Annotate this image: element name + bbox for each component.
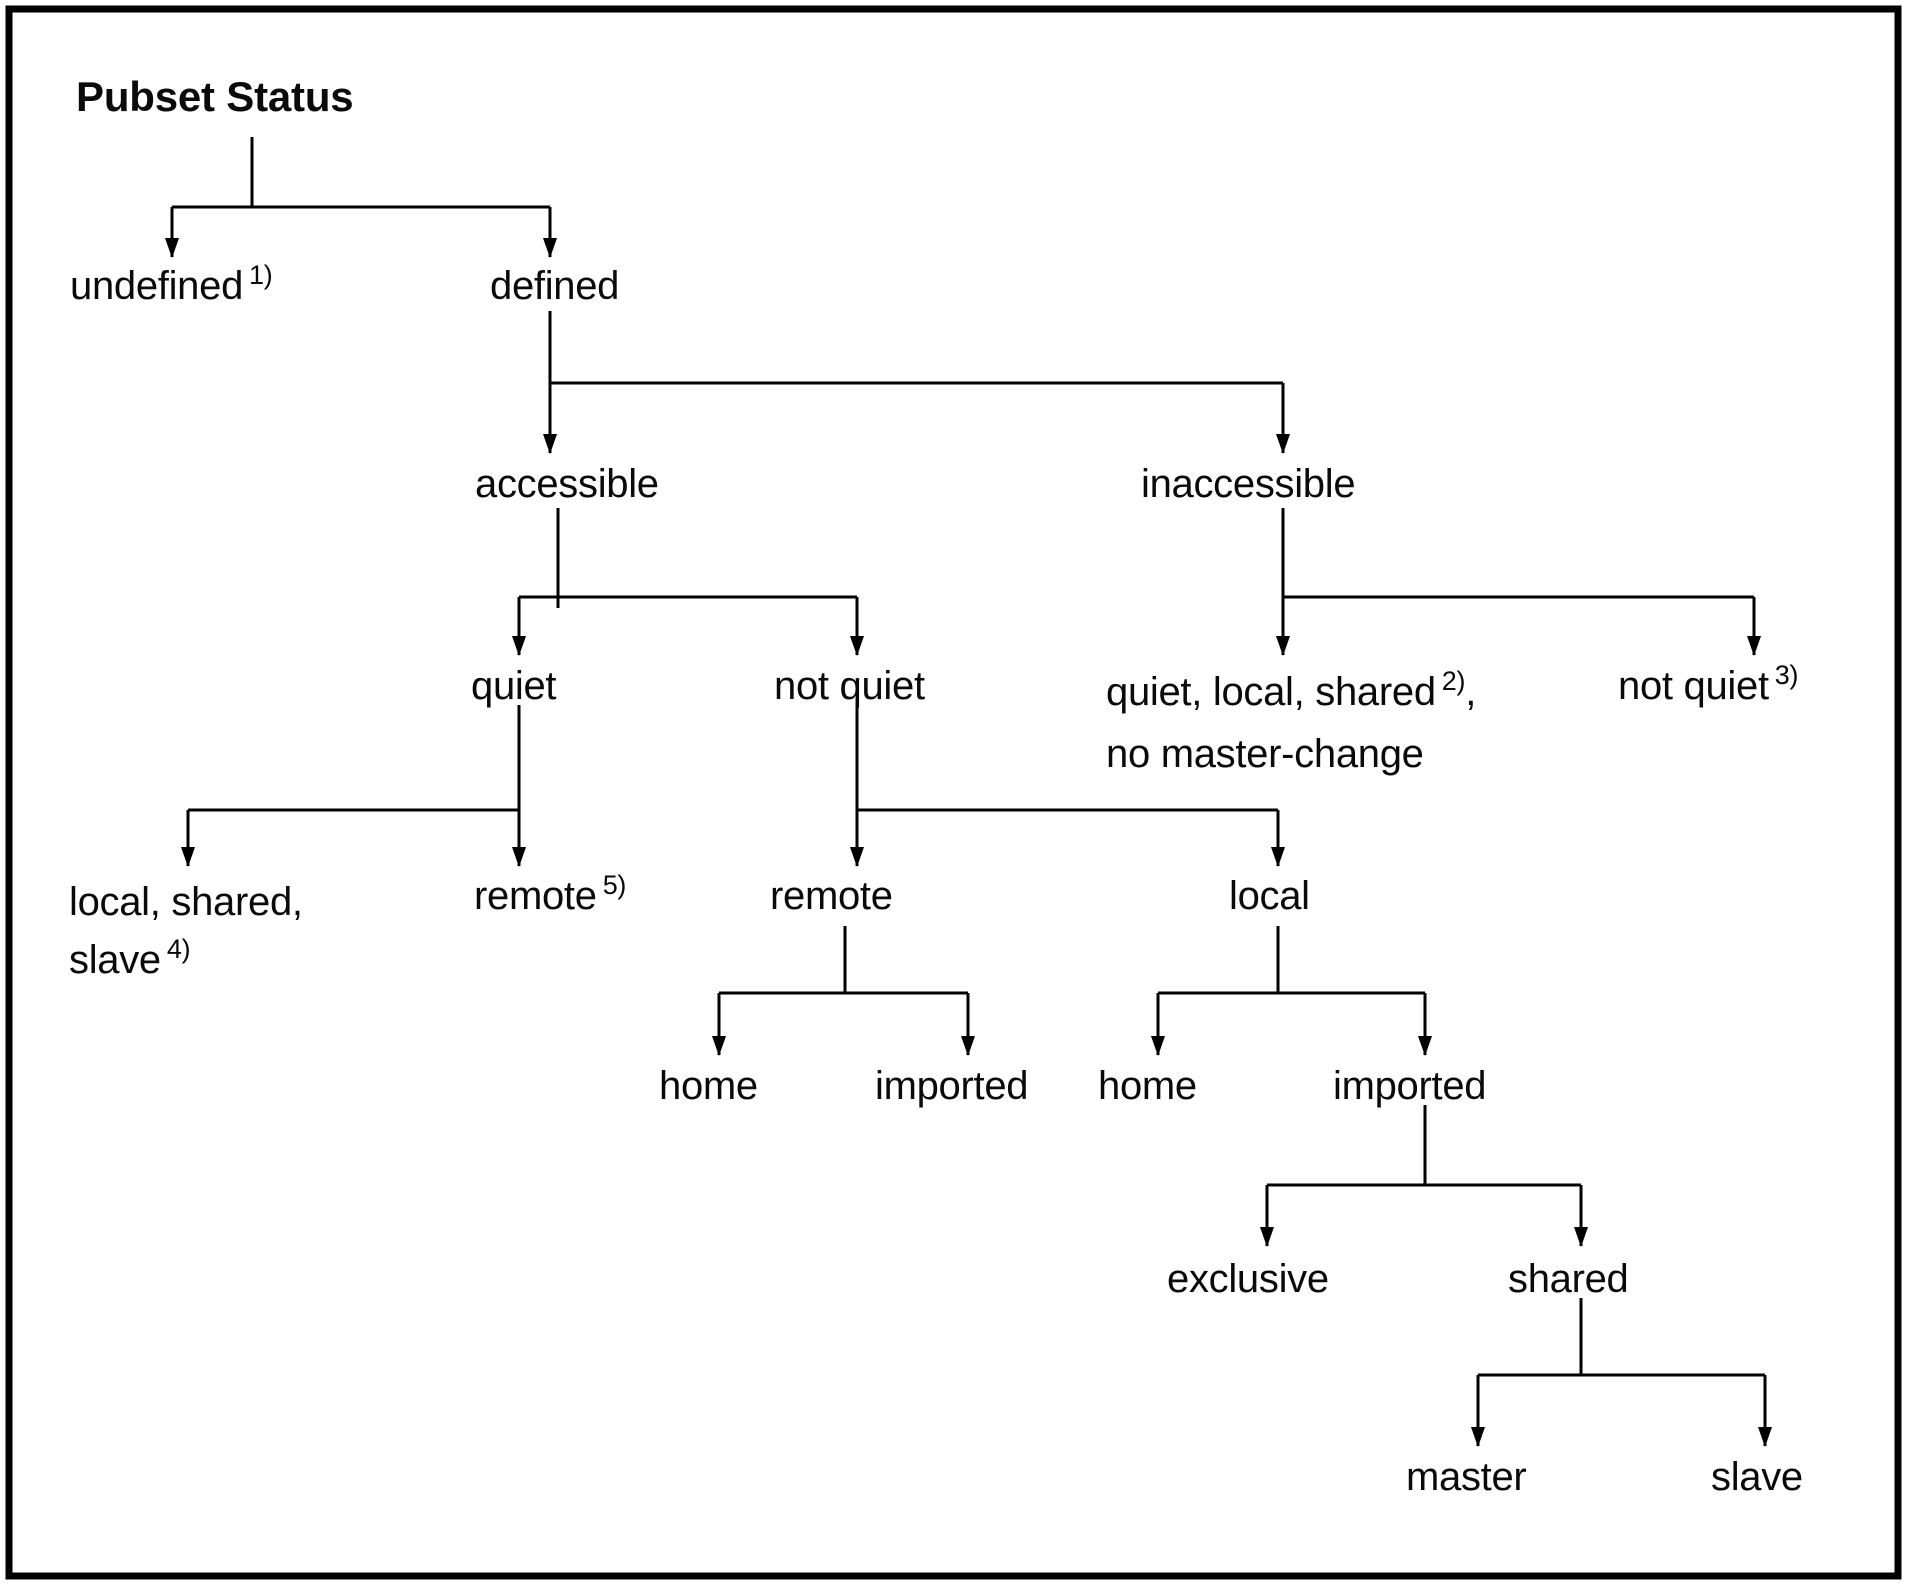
node-defined: defined <box>490 263 619 309</box>
node-inaccessible-quiet-label: quiet, local, shared <box>1106 670 1436 714</box>
node-home-remote: home <box>659 1063 758 1109</box>
node-exclusive-label: exclusive <box>1167 1257 1329 1301</box>
node-undefined-label: undefined <box>70 264 244 308</box>
node-local-label: local <box>1229 874 1310 918</box>
node-home-local-label: home <box>1098 1064 1197 1108</box>
footnote-ref-3: 3) <box>1774 660 1799 690</box>
diagram-title: Pubset Status <box>76 73 354 120</box>
node-inaccessible-label: inaccessible <box>1141 462 1356 506</box>
node-local-shared-slave-label: local, shared, <box>69 880 303 924</box>
connector-quiet-children <box>181 705 526 867</box>
node-accessible-label: accessible <box>475 462 659 506</box>
node-home-local: home <box>1098 1063 1197 1109</box>
node-imported-local-label: imported <box>1333 1064 1487 1108</box>
node-imported-local: imported <box>1333 1063 1487 1109</box>
connector-root-children <box>165 137 557 258</box>
connector-defined-children <box>543 311 1290 454</box>
node-local: local <box>1229 873 1310 919</box>
connector-inaccessible-children <box>1276 508 1761 656</box>
node-master-label: master <box>1406 1455 1527 1499</box>
footnote-ref-2: 2) <box>1441 666 1466 696</box>
node-imported-remote: imported <box>875 1063 1029 1109</box>
connector-imported-children <box>1260 1105 1588 1247</box>
connector-remote-children <box>712 926 975 1056</box>
node-slave-label: slave <box>1711 1455 1803 1499</box>
connector-not-quiet-children <box>850 705 1285 867</box>
footnote-ref-5: 5) <box>602 870 627 900</box>
node-defined-label: defined <box>490 264 620 308</box>
node-not-quiet-label: not quiet <box>774 664 925 708</box>
node-inaccessible: inaccessible <box>1141 461 1356 507</box>
node-master: master <box>1406 1454 1527 1500</box>
node-imported-remote-label: imported <box>875 1064 1029 1108</box>
node-accessible: accessible <box>475 461 659 507</box>
connector-local-children <box>1151 926 1432 1056</box>
node-shared: shared <box>1508 1256 1629 1302</box>
node-inaccessible-not-quiet-label: not quiet <box>1618 664 1769 708</box>
node-inaccessible-quiet-tail: , <box>1465 670 1477 714</box>
node-shared-label: shared <box>1508 1257 1629 1301</box>
node-remote-label: remote <box>770 874 893 918</box>
node-local-shared-slave-line2: slave <box>69 938 161 982</box>
footnote-ref-4: 4) <box>166 934 191 964</box>
connector-accessible-children <box>512 508 864 656</box>
node-remote: remote <box>770 873 893 919</box>
node-exclusive: exclusive <box>1167 1256 1329 1302</box>
diagram-border <box>5 5 1902 1580</box>
node-slave: slave <box>1711 1454 1803 1500</box>
node-home-remote-label: home <box>659 1064 758 1108</box>
node-not-quiet: not quiet <box>774 663 925 709</box>
footnote-ref-1: 1) <box>249 260 273 290</box>
node-quiet-label: quiet <box>471 664 557 708</box>
node-inaccessible-quiet-line2: no master-change <box>1106 732 1424 776</box>
node-remote-quiet-label: remote <box>474 874 597 918</box>
node-quiet: quiet <box>471 663 557 709</box>
connector-shared-children <box>1471 1298 1772 1447</box>
